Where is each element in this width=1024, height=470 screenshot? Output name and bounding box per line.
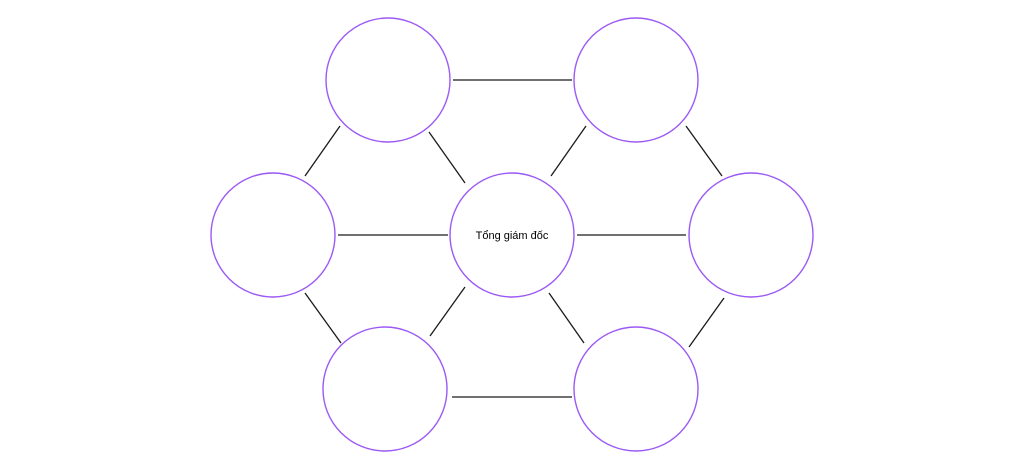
edge-top-right-center — [550, 125, 587, 177]
node-top-right — [573, 17, 699, 143]
edge-top-left-center — [428, 131, 466, 184]
node-top-left — [325, 17, 451, 143]
node-center — [449, 172, 575, 298]
connectors — [304, 79, 725, 398]
node-middle-left — [210, 172, 336, 298]
nodes — [210, 17, 814, 452]
node-middle-right — [688, 172, 814, 298]
edge-middle-left-top-left — [304, 125, 341, 177]
node-bottom-right — [573, 326, 699, 452]
edge-top-right-middle-right — [685, 125, 723, 177]
edge-middle-right-bottom-right — [688, 297, 725, 348]
node-bottom-left — [322, 326, 448, 452]
edge-middle-left-bottom-left — [304, 292, 342, 344]
center-node-label: Tổng giám đốc — [476, 230, 549, 242]
edge-center-bottom-left — [429, 286, 466, 337]
edge-center-bottom-right — [548, 292, 585, 344]
